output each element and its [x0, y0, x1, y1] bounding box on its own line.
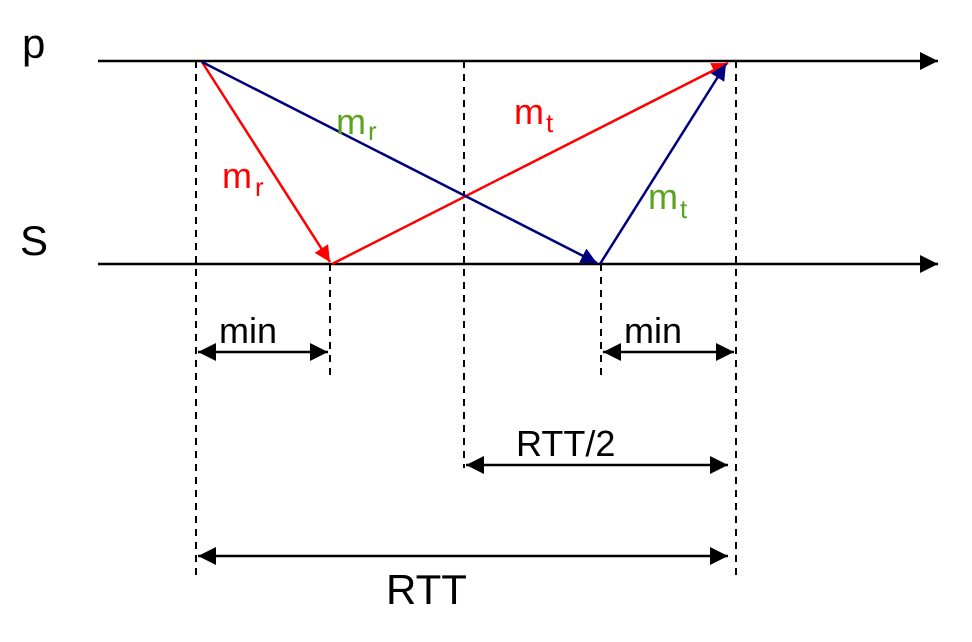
interval-label-min-left: min: [219, 310, 277, 351]
label-mt-green: m t: [648, 176, 688, 224]
interval-label-min-right: min: [624, 310, 682, 351]
svg-text:r: r: [255, 172, 264, 202]
arrow-mt-red: [331, 61, 729, 266]
svg-text:m: m: [648, 176, 678, 217]
arrow-mt-blue: [598, 63, 728, 265]
svg-text:m: m: [336, 101, 366, 142]
svg-text:r: r: [368, 116, 377, 146]
label-mt-red: m t: [514, 91, 554, 138]
process-label-s: S: [20, 217, 48, 264]
svg-text:m: m: [222, 155, 252, 196]
arrow-mr-blue: [201, 60, 598, 265]
svg-text:t: t: [546, 108, 554, 138]
interval-label-rtt: RTT: [386, 566, 467, 613]
arrow-mr-red: [200, 61, 332, 263]
interval-label-rtt-half: RTT/2: [516, 423, 615, 464]
svg-text:t: t: [680, 194, 688, 224]
svg-text:m: m: [514, 91, 544, 132]
process-label-p: p: [22, 20, 45, 67]
label-mr-red: m r: [222, 155, 264, 202]
label-mr-green: m r: [336, 101, 377, 146]
